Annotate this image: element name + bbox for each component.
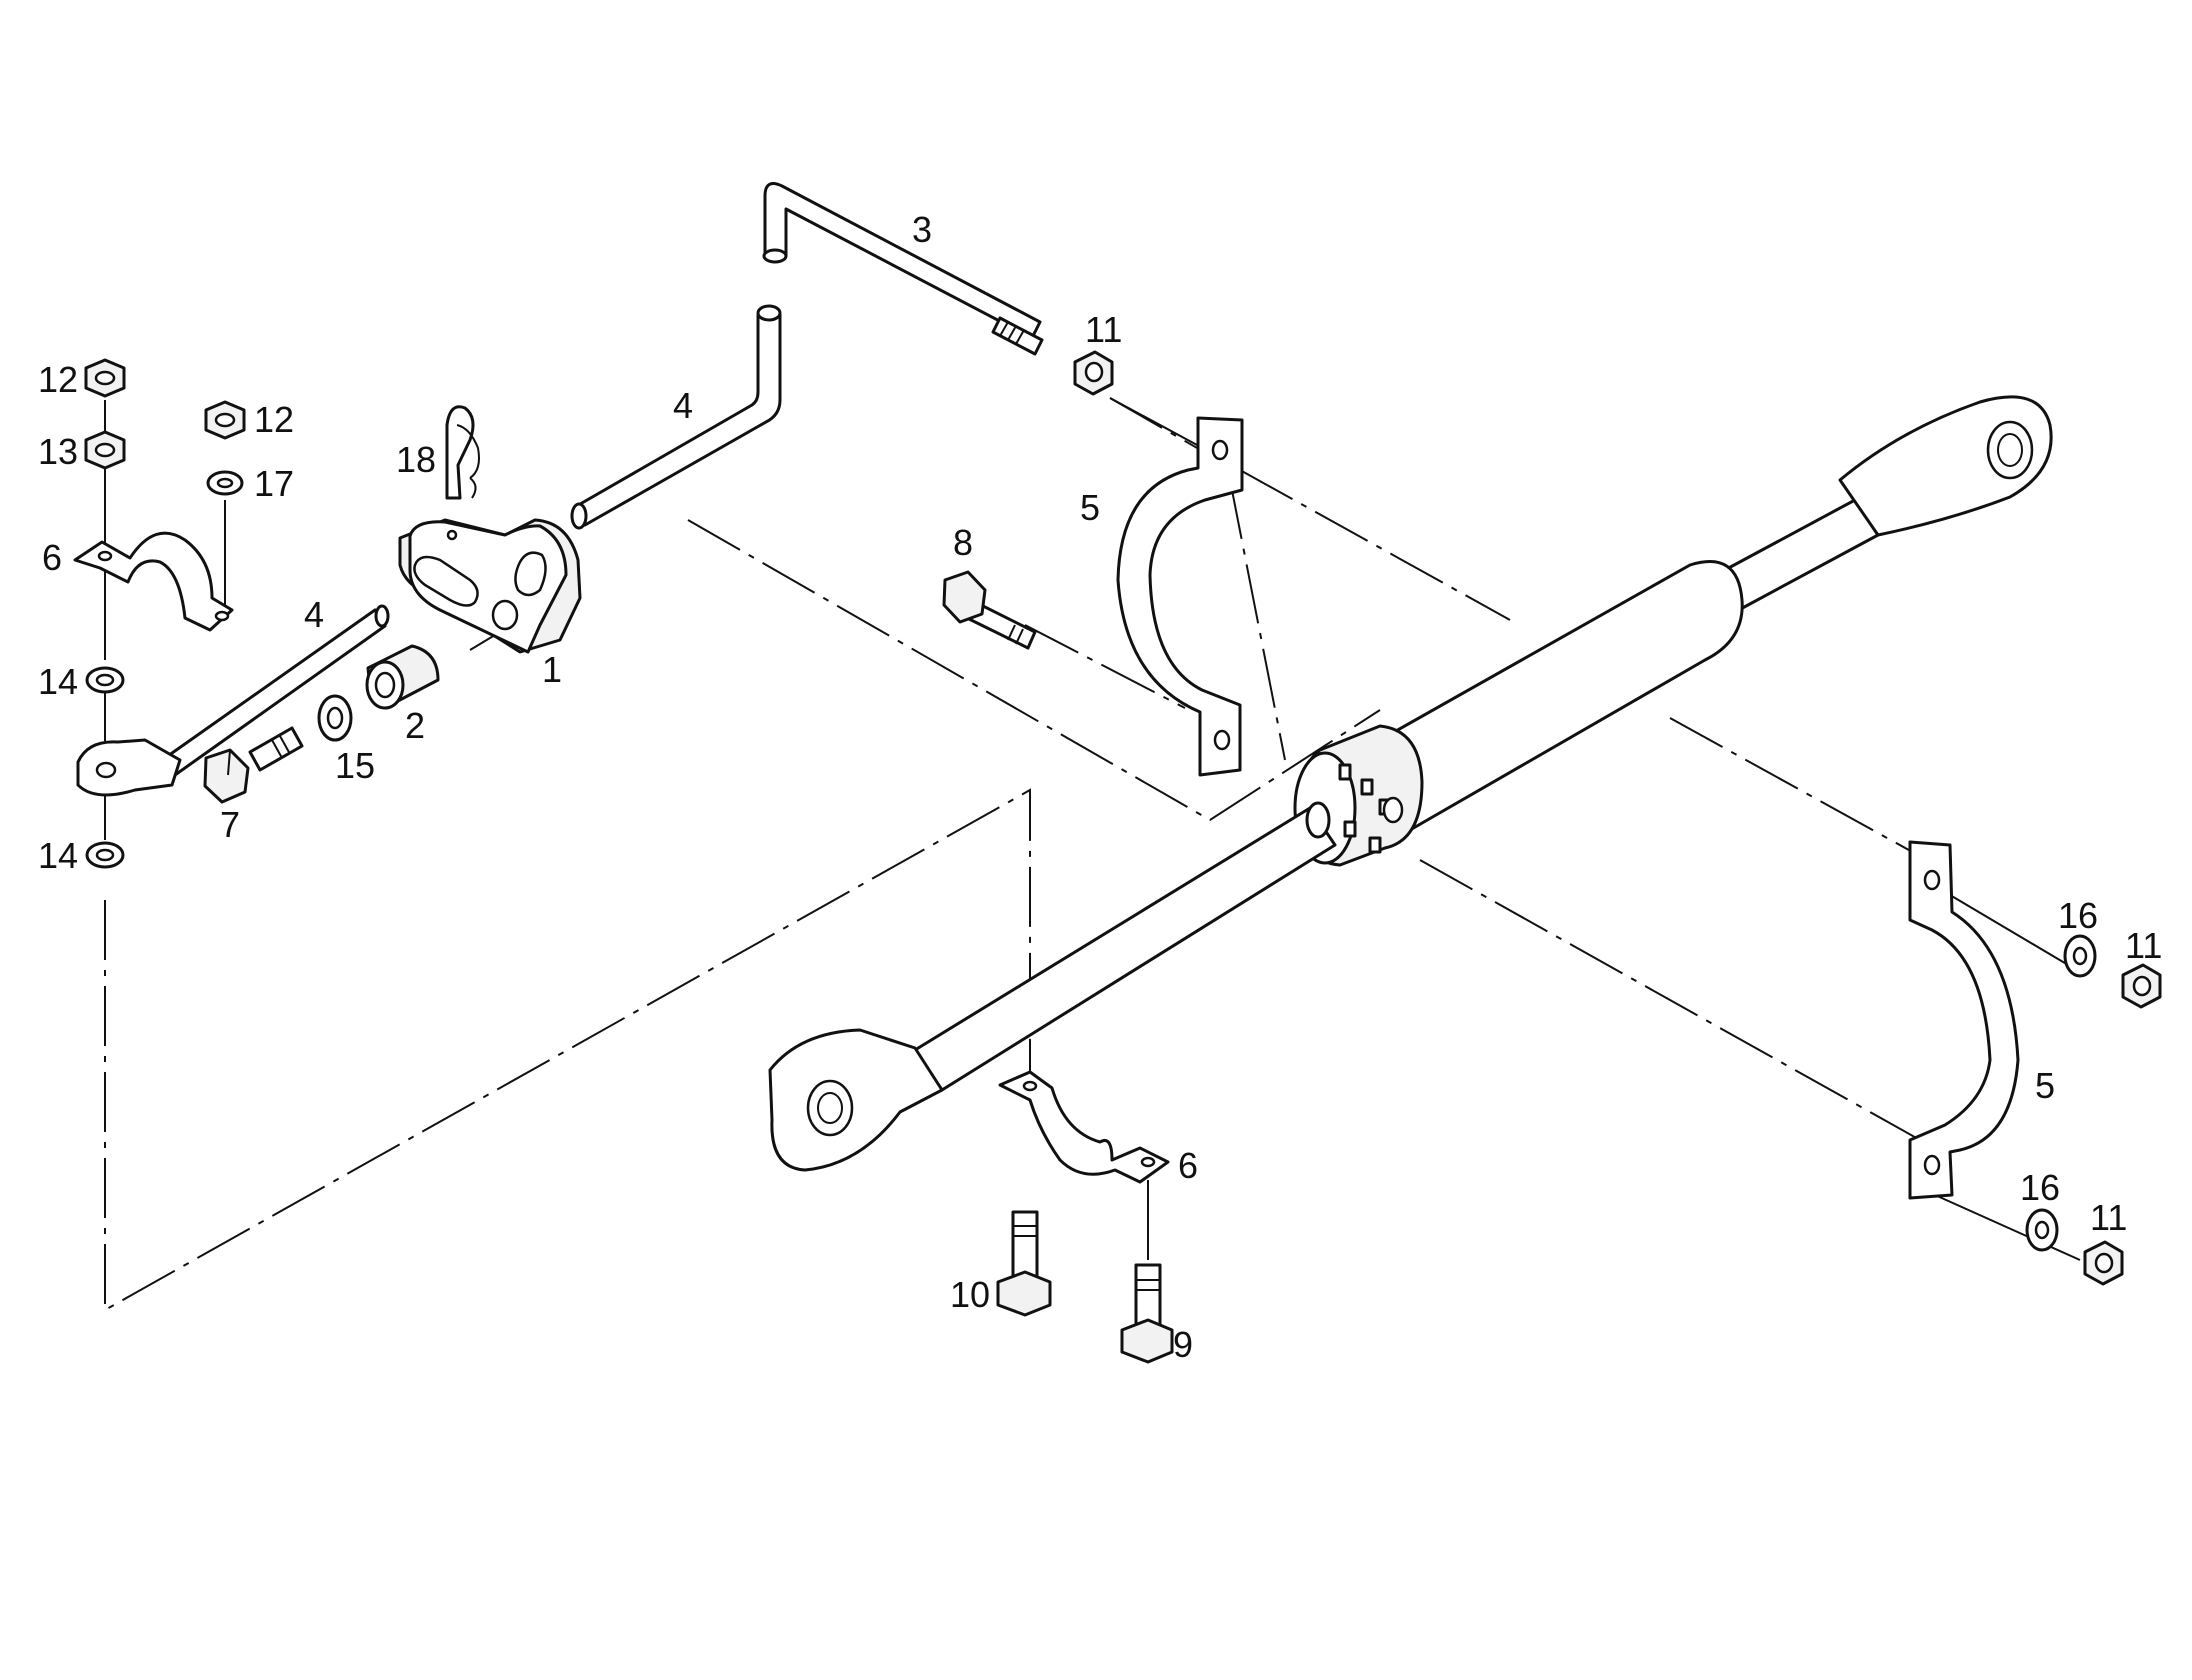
callout-6-upper: 6 <box>42 537 62 578</box>
callout-2: 2 <box>405 705 425 746</box>
part-12-nut-left <box>84 358 126 398</box>
callout-1: 1 <box>542 649 562 690</box>
part-11-nut-right-upper <box>2121 963 2162 1009</box>
callout-5-upper: 5 <box>1080 487 1100 528</box>
part-17-washer <box>206 470 244 496</box>
part-8-bolt <box>942 570 1037 650</box>
callout-6-lower: 6 <box>1178 1145 1198 1186</box>
part-4-rod-upper <box>570 304 782 530</box>
part-9-bolt <box>1120 1263 1174 1364</box>
callout-7: 7 <box>220 804 240 845</box>
callout-labels: 1 2 3 4 4 5 5 6 6 7 8 9 10 11 11 11 12 1… <box>38 209 2162 1365</box>
callout-14-upper: 14 <box>38 661 78 702</box>
callout-16-lower: 16 <box>2020 1167 2060 1208</box>
callout-12-right: 12 <box>254 399 294 440</box>
part-13-nut <box>84 430 126 470</box>
part-10-bolt <box>996 1210 1052 1317</box>
callout-18: 18 <box>396 439 436 480</box>
part-15-washer <box>317 694 353 742</box>
part-18-cotter-pin <box>445 405 480 500</box>
callout-9: 9 <box>1173 1324 1193 1365</box>
callout-17: 17 <box>254 463 294 504</box>
callout-10: 10 <box>950 1274 990 1315</box>
cylinder-assembly <box>768 395 2053 1172</box>
callout-13: 13 <box>38 431 78 472</box>
part-1-lever-bracket <box>398 518 582 654</box>
part-12-nut-right <box>204 400 246 440</box>
callout-15: 15 <box>335 745 375 786</box>
callout-3: 3 <box>912 209 932 250</box>
part-16-washer-lower <box>2025 1208 2059 1252</box>
part-5-clamp-lower <box>1908 840 2020 1200</box>
part-14-washer-upper <box>85 666 125 694</box>
part-11-nut-top <box>1073 350 1114 396</box>
part-5-clamp-upper <box>1116 416 1244 777</box>
assembly-lines <box>104 397 1946 1312</box>
callout-4-left: 4 <box>304 594 324 635</box>
callout-16-upper: 16 <box>2058 895 2098 936</box>
part-7-bolt <box>203 726 304 804</box>
callout-4-upper: 4 <box>673 385 693 426</box>
part-2-bushing <box>365 644 440 710</box>
callout-11-right-lower: 11 <box>2090 1197 2127 1238</box>
part-14-washer-lower <box>85 841 125 869</box>
part-4-rod-eye-left <box>76 604 390 797</box>
callout-11-right-upper: 11 <box>2125 925 2162 966</box>
callout-5-lower: 5 <box>2035 1065 2055 1106</box>
part-6-clip-upper <box>73 531 234 632</box>
callout-11-top: 11 <box>1085 309 1122 350</box>
callout-12-left: 12 <box>38 359 78 400</box>
part-6-clip-lower <box>998 1070 1170 1184</box>
callout-14-lower: 14 <box>38 835 78 876</box>
part-3-bent-rod <box>762 182 1044 356</box>
part-16-washer-upper <box>2063 934 2097 978</box>
callout-8: 8 <box>953 522 973 563</box>
part-11-nut-right-lower <box>2083 1240 2124 1286</box>
